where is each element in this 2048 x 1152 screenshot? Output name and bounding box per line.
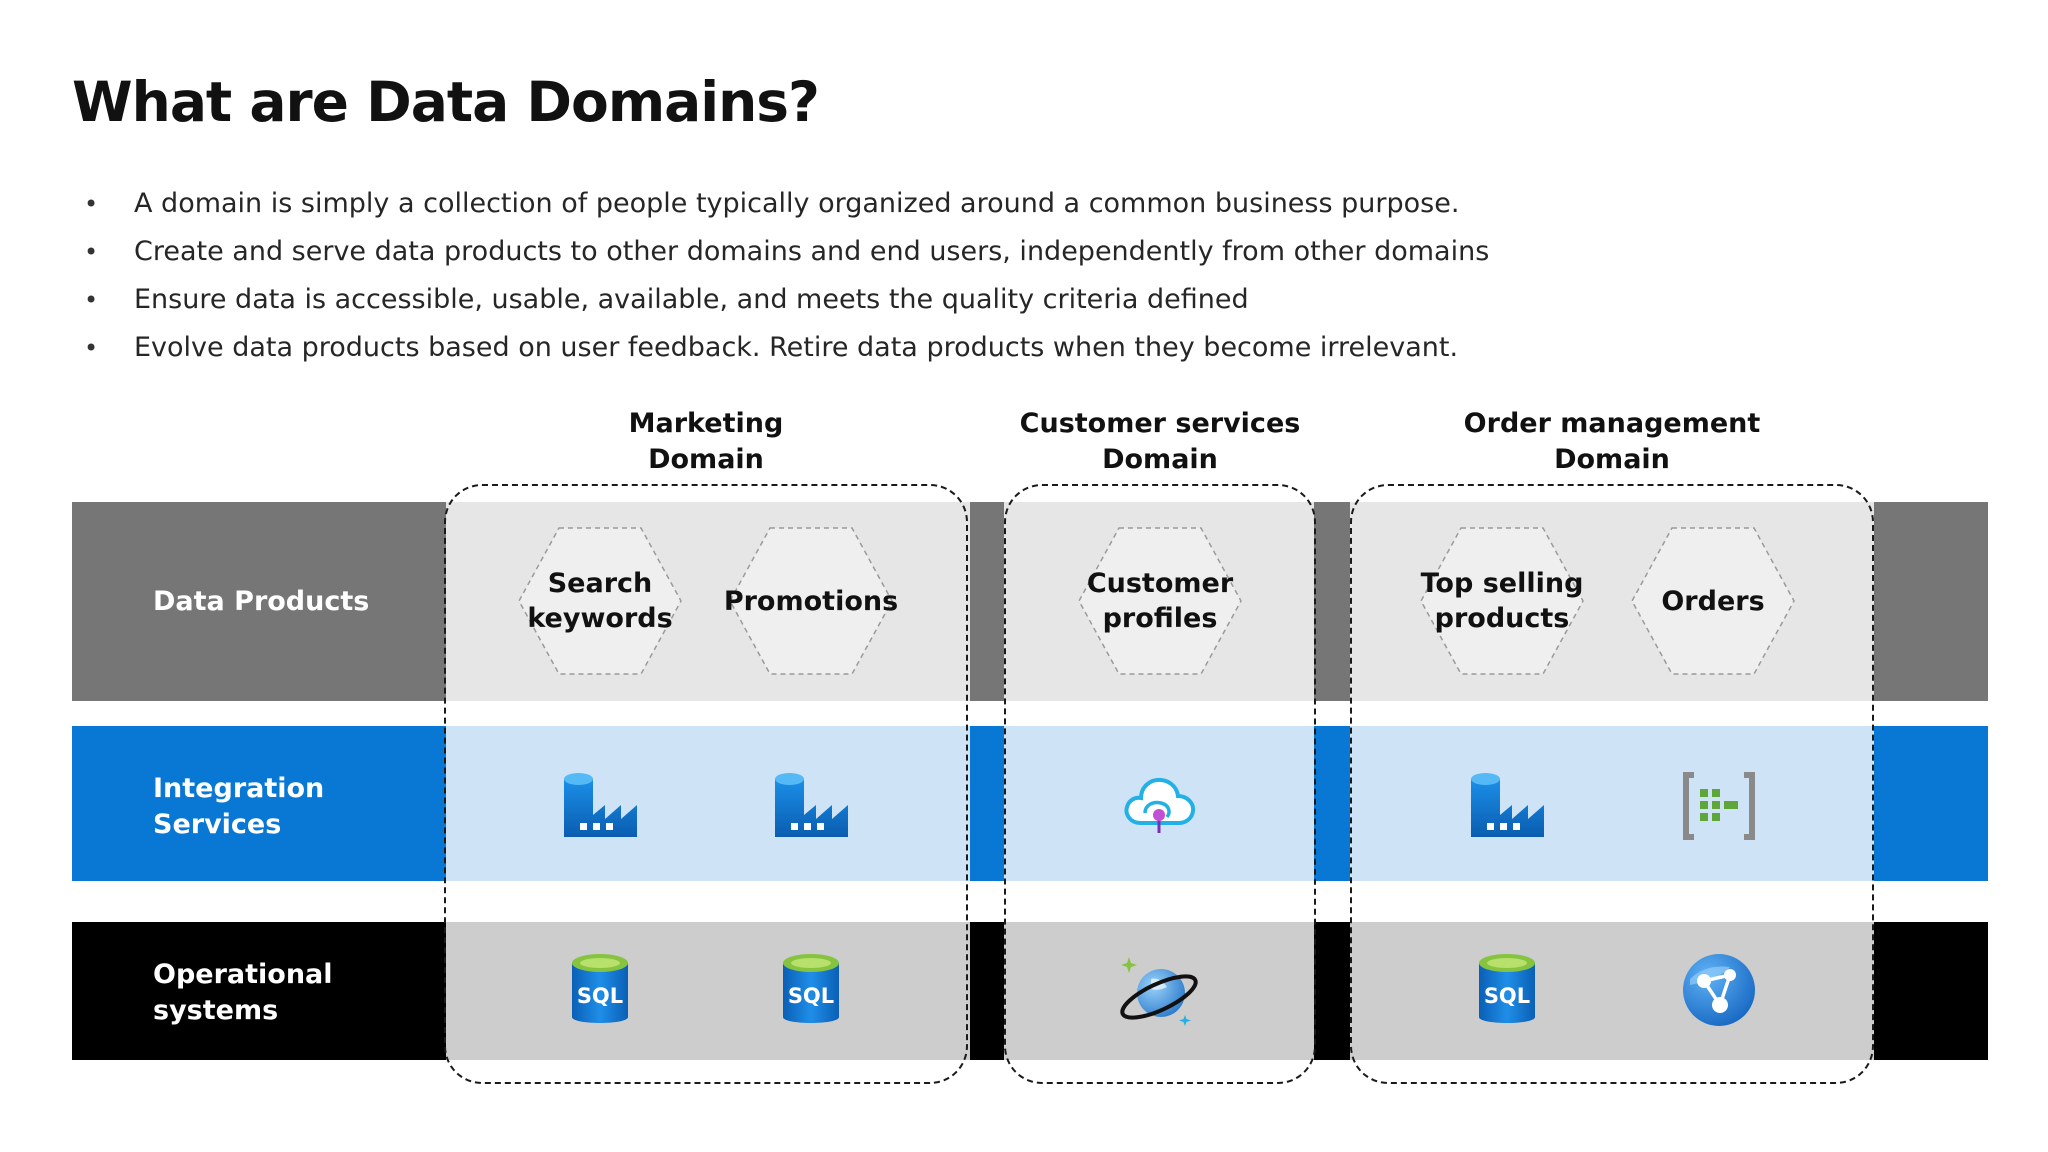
bullet-item: A domain is simply a collection of peopl…	[84, 180, 1489, 228]
sql-database-icon: SQL	[772, 951, 850, 1029]
row-label-operational-systems: Operational systems	[153, 957, 333, 1029]
order-management-integration-cell	[1350, 726, 1874, 881]
data-product-label: Promotions	[709, 527, 913, 675]
event-hubs-icon	[1680, 767, 1758, 845]
data-factory-icon	[1468, 765, 1546, 843]
data-product-label-line: keywords	[527, 603, 673, 634]
sql-database-icon: SQL	[561, 951, 639, 1029]
sql-icon-label: SQL	[1484, 984, 1530, 1008]
data-product-label-line: Top selling	[1420, 568, 1584, 599]
marketing-integration-cell	[446, 726, 970, 881]
marketing-operational-cell	[446, 922, 970, 1060]
marketing-domain-boundary	[444, 484, 968, 1084]
bullet-item: Ensure data is accessible, usable, avail…	[84, 276, 1489, 324]
customer-services-domain-boundary	[1004, 484, 1316, 1084]
data-factory-icon	[772, 765, 850, 843]
row-label-text: Integration	[153, 773, 325, 804]
hexagon-shape	[1078, 527, 1242, 675]
order-management-domain-boundary	[1350, 484, 1874, 1084]
data-product-label-line: Orders	[1661, 585, 1765, 617]
data-product-label-line: products	[1434, 603, 1570, 634]
row-label-data-products: Data Products	[153, 584, 369, 620]
order-management-operational-cell	[1350, 922, 1874, 1060]
data-product-search-keywords[interactable]: Search keywords	[518, 527, 682, 675]
sql-icon-label: SQL	[788, 984, 834, 1008]
data-product-label-line: Promotions	[723, 585, 899, 617]
sql-database-icon: SQL	[1468, 951, 1546, 1029]
bullet-item: Create and serve data products to other …	[84, 228, 1489, 276]
cosmos-db-icon	[1117, 949, 1201, 1033]
data-product-label-line: Customer	[1086, 568, 1234, 599]
domain-header-text: Domain	[1102, 444, 1218, 475]
data-factory-icon	[561, 765, 639, 843]
hexagon-shape	[1631, 527, 1795, 675]
domain-header-text: Marketing	[628, 408, 784, 439]
hexagon-shape	[729, 527, 893, 675]
domain-header-text: Domain	[648, 444, 764, 475]
data-product-customer-profiles[interactable]: Customer profiles	[1078, 527, 1242, 675]
page-title: What are Data Domains?	[72, 70, 820, 134]
row-label-text: systems	[153, 995, 279, 1026]
domain-header-text: Order management	[1463, 408, 1761, 439]
data-product-label-line: profiles	[1102, 603, 1218, 634]
data-product-top-selling-products[interactable]: Top selling products	[1420, 527, 1584, 675]
bullet-list: A domain is simply a collection of peopl…	[84, 180, 1489, 372]
row-label-text: Data Products	[153, 586, 370, 617]
data-product-label-line: Search	[547, 568, 653, 599]
marketing-domain-header: Marketing Domain	[576, 406, 836, 478]
data-product-label: Search keywords	[498, 527, 702, 675]
domain-header-text: Domain	[1554, 444, 1670, 475]
domain-header-text: Customer services	[1019, 408, 1301, 439]
hexagon-shape	[1420, 527, 1584, 675]
web-app-icon	[1680, 951, 1758, 1029]
hexagon-shape	[518, 527, 682, 675]
data-product-orders[interactable]: Orders	[1631, 527, 1795, 675]
bullet-item: Evolve data products based on user feedb…	[84, 324, 1489, 372]
api-management-cloud-icon	[1121, 765, 1199, 843]
data-product-label: Orders	[1611, 527, 1815, 675]
data-product-promotions[interactable]: Promotions	[724, 527, 898, 675]
data-product-label: Top selling products	[1400, 527, 1604, 675]
customer-services-domain-header: Customer services Domain	[1010, 406, 1310, 478]
order-management-domain-header: Order management Domain	[1462, 406, 1762, 478]
row-label-integration-services: Integration Services	[153, 771, 324, 843]
data-product-label: Customer profiles	[1058, 527, 1262, 675]
row-label-text: Services	[153, 809, 282, 840]
row-label-text: Operational	[153, 959, 333, 990]
sql-icon-label: SQL	[577, 984, 623, 1008]
